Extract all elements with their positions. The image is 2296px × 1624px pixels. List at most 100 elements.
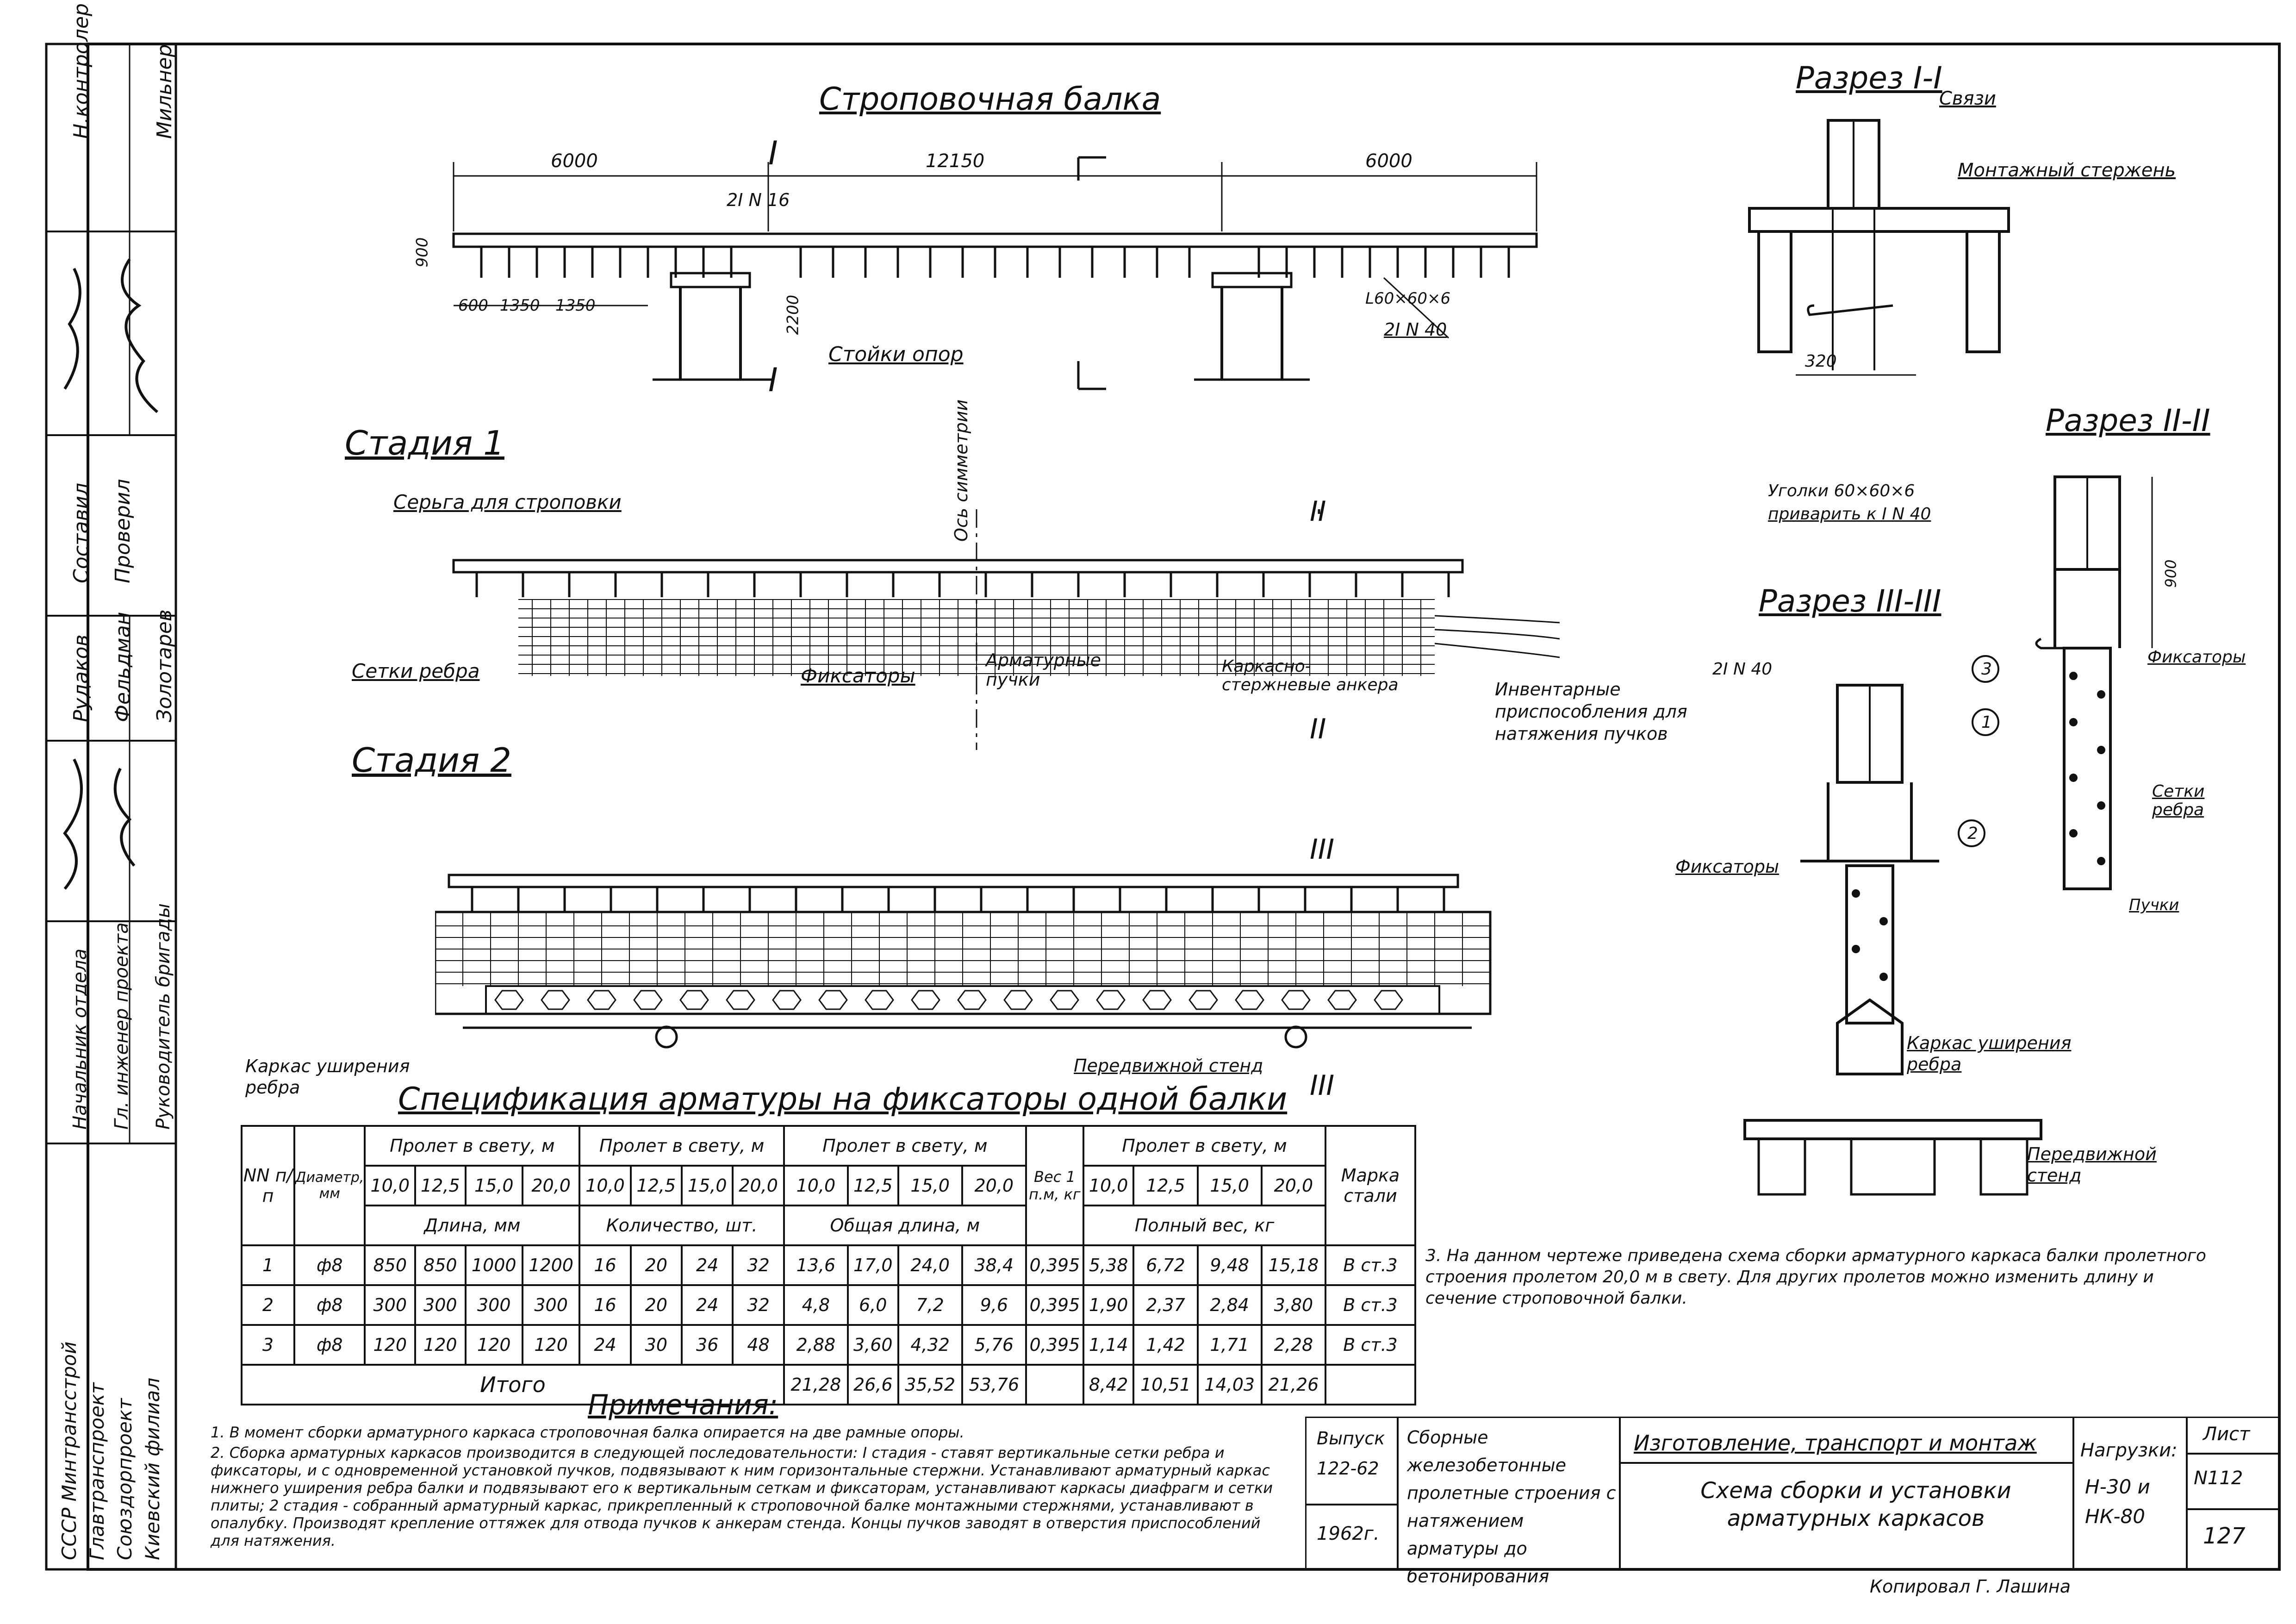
- tb-sheet-label: Лист: [2203, 1424, 2250, 1445]
- tb-loads: Н-30 и НК-80: [2085, 1475, 2150, 1528]
- cell: 5,76: [961, 1324, 1027, 1366]
- section-mark-i-bottom: I: [768, 361, 778, 399]
- stage1-mark-bottom: II: [1310, 713, 1326, 745]
- dim-2200: 2200: [784, 294, 803, 335]
- cell: 38,4: [961, 1244, 1027, 1286]
- cell: 2,88: [783, 1324, 849, 1366]
- beam-elevation: [452, 156, 1538, 390]
- spec-span: 10,0: [364, 1165, 417, 1206]
- cell: 850: [414, 1244, 467, 1286]
- stage1-mark-top: II: [1310, 495, 1326, 528]
- stage1-drawing: [452, 509, 1560, 750]
- spec-span: 20,0: [1260, 1165, 1327, 1206]
- stamp-org: СССР Минтрансстрой Главтранспроект Союзд…: [56, 1342, 167, 1560]
- sec2-callout-2: 2: [1967, 824, 1978, 843]
- dim-600: 600: [458, 296, 488, 315]
- cell: 21,26: [1260, 1364, 1327, 1405]
- cell: 0,395: [1025, 1324, 1084, 1366]
- cell: 2,37: [1132, 1284, 1199, 1326]
- cell: 14,03: [1196, 1364, 1263, 1405]
- spec-h-span-tw: Пролет в свету, м: [1082, 1125, 1327, 1167]
- cell: 2,28: [1260, 1324, 1327, 1366]
- cell: 30: [629, 1324, 683, 1366]
- cell: 1,14: [1082, 1324, 1135, 1366]
- cell: 13,6: [783, 1244, 849, 1286]
- sec2-mesh: Сетки ребра: [2152, 782, 2205, 819]
- cell: 20: [629, 1284, 683, 1326]
- cell: [1025, 1364, 1084, 1405]
- spec-h-steel: Марка стали: [1325, 1125, 1416, 1246]
- label-angle: L60×60×6: [1365, 289, 1451, 308]
- cell: ф8: [293, 1244, 366, 1286]
- sec2-angles: Уголки 60×60×6: [1768, 481, 1915, 500]
- cell: 3,80: [1260, 1284, 1327, 1326]
- stage1-fixators: Фиксаторы: [801, 664, 915, 687]
- label-supports: Стойки опор: [828, 343, 964, 366]
- note-3: 3. На данном чертеже приведена схема сбо…: [1425, 1246, 2206, 1308]
- sec2-drawing: [1958, 475, 2153, 890]
- cell: 32: [732, 1244, 785, 1286]
- cell: 10,51: [1132, 1364, 1199, 1405]
- cell: 7,2: [897, 1284, 963, 1326]
- sec1-drawing: [1748, 119, 2010, 376]
- cell: 1000: [464, 1244, 523, 1286]
- cell: 0,395: [1025, 1284, 1084, 1326]
- spec-h-len: Длина, мм: [364, 1205, 581, 1246]
- cell: 24: [681, 1284, 734, 1326]
- cell: 300: [521, 1284, 581, 1326]
- sec2-dim: 900: [2162, 559, 2180, 588]
- spec-span: 15,0: [897, 1165, 963, 1206]
- stage1-inventory: Инвентарные приспособления для натяжения…: [1495, 679, 1687, 744]
- sec3-tag: 2I N 40: [1712, 660, 1773, 679]
- sec2-callout-3: 3: [1981, 660, 1992, 679]
- spec-span: 10,0: [1082, 1165, 1135, 1206]
- spec-h-total-w: Полный вес, кг: [1082, 1205, 1327, 1246]
- stage2-mark-bottom: III: [1310, 1069, 1335, 1102]
- org-line-4: Киевский филиал: [141, 1377, 164, 1560]
- cell: 48: [732, 1324, 785, 1366]
- sec2-bundles: Пучки: [2129, 896, 2179, 914]
- cell: 120: [414, 1324, 467, 1366]
- section-mark-i-top: I: [768, 134, 778, 172]
- cell: ф8: [293, 1284, 366, 1326]
- beam-title: Строповочная балка: [819, 81, 1161, 118]
- sec2-fix: Фиксаторы: [2147, 648, 2246, 667]
- tb-series: Сборные железобетонные пролетные строени…: [1407, 1427, 1616, 1587]
- cell: В ст.3: [1325, 1244, 1416, 1286]
- cell: 26,6: [846, 1364, 899, 1405]
- tb-year: 1962г.: [1317, 1523, 1380, 1544]
- stage1-earring: Серьга для строповки: [393, 491, 622, 513]
- cell: 6,72: [1132, 1244, 1199, 1286]
- stamp-milner: Мильнер: [153, 44, 176, 139]
- org-line-2: Главтранспроект: [86, 1382, 108, 1560]
- cell: 0,395: [1025, 1244, 1084, 1286]
- sec2-title: Разрез II-II: [2046, 403, 2210, 438]
- cell: 5,38: [1082, 1244, 1135, 1286]
- cell: 53,76: [961, 1364, 1027, 1405]
- spec-span: 10,0: [579, 1165, 632, 1206]
- dim-900: 900: [413, 237, 432, 268]
- spec-h-diam: Диаметр, мм: [293, 1125, 366, 1246]
- spec-h-span-len: Пролет в свету, м: [364, 1125, 581, 1167]
- dim-1350-b: 1350: [555, 296, 596, 315]
- spec-span: 20,0: [521, 1165, 581, 1206]
- cell: 300: [464, 1284, 523, 1326]
- cell: 4,32: [897, 1324, 963, 1366]
- cell: 21,28: [783, 1364, 849, 1405]
- cell: 3,60: [846, 1324, 899, 1366]
- sec3-title: Разрез III-III: [1759, 583, 1941, 619]
- tb-name: Схема сборки и установки арматурных карк…: [1700, 1478, 2011, 1531]
- dim-1350-a: 1350: [500, 296, 540, 315]
- cell: 16: [579, 1244, 632, 1286]
- cell: 6,0: [846, 1284, 899, 1326]
- dim-6000-left: 6000: [551, 150, 598, 172]
- note-2: 2. Сборка арматурных каркасов производит…: [211, 1444, 1273, 1549]
- cell: 17,0: [846, 1244, 899, 1286]
- cell: 1: [241, 1244, 295, 1286]
- sec3-fix: Фиксаторы: [1675, 856, 1780, 877]
- spec-span: 20,0: [961, 1165, 1027, 1206]
- cell: 1,71: [1196, 1324, 1263, 1366]
